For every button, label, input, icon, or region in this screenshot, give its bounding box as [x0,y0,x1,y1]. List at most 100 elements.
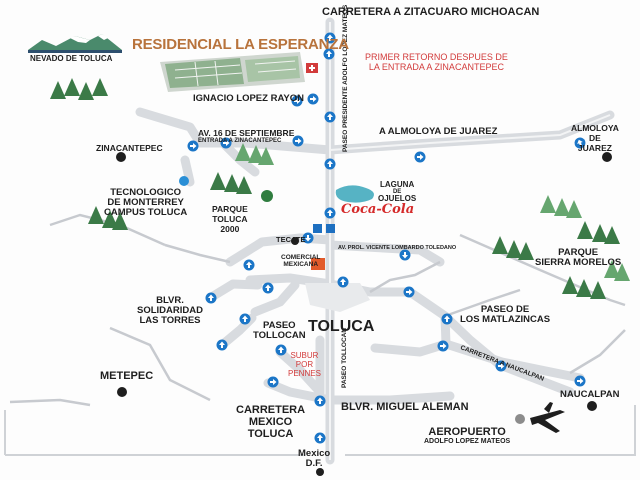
almoloya-label: ALMOLOYA DE JUAREZ [571,123,619,153]
tree-icon [88,206,104,224]
subur-note-line2: POR [295,360,314,369]
paseo-tollocan-label: PASEO TOLLOCAN [253,321,306,341]
subur-note: SUBUR POR PENNES [288,351,321,378]
tree-icon [224,174,240,192]
direction-arrow-icon [239,313,251,325]
direction-arrow-icon [324,111,336,123]
direction-arrow-icon [574,375,586,387]
mexico-dot [316,468,324,476]
almoloya-road-label: A ALMOLOYA DE JUAREZ [379,126,498,137]
direction-arrows [187,32,586,444]
paseo-line2: TOLLOCAN [253,330,306,341]
sierra-label: PARQUE SIERRA MORELOS [535,248,621,268]
tree-icon [562,276,578,294]
tree-icon [210,172,226,190]
subur-note-line3: PENNES [288,369,321,378]
metepec-label: METEPEC [100,370,154,382]
zinacantepec-label: ZINACANTEPEC [96,143,163,153]
toluca-core-shape [305,283,370,312]
tree-icon [235,143,251,161]
tree-icon [604,260,620,278]
direction-arrow-icon [262,282,274,294]
tree-icon [50,81,66,99]
sierra-line1: PARQUE [558,247,599,258]
zinacantepec-dot [116,152,126,162]
solidaridad-line3: LAS TORRES [139,315,201,326]
toluca-label: TOLUCA [308,318,375,335]
tec-line3: CAMPUS TOLUCA [104,207,188,218]
cocacola-logo: Coca-Cola [341,202,415,217]
direction-arrow-icon [323,48,335,60]
direction-arrow-icon [337,276,349,288]
direction-arrow-icon [275,344,287,356]
carretera-mexico-toluca-label: CARRETERA MEXICO TOLUCA [236,404,305,440]
nevado-label: NEVADO DE TOLUCA [30,54,113,63]
solidaridad-label: BLVR. SOLIDARIDAD LAS TORRES [137,296,203,326]
lombardo-label: AV. PROL. VICENTE LOMBARDO TOLEDANO [338,245,457,251]
tecate-dot [291,237,299,245]
road-center-lines [329,22,611,460]
metepec-dot [117,387,127,397]
solidaridad-line2: SOLIDARIDAD [137,305,203,316]
almoloya-line2: DE [589,133,601,143]
tecate-label: TECATE [276,235,306,244]
laguna-shape [335,185,374,203]
tree-icon [518,242,534,260]
comercial-line2: MEXICANA [283,261,319,268]
direction-arrow-icon [302,232,314,244]
av16-line2: ENTRADA A ZINACANTEPEC [198,138,282,144]
tree-icon [236,176,252,194]
direction-arrow-icon [437,340,449,352]
retorno-note-line1: PRIMER RETORNO DESPUES DE [365,52,508,62]
tree-icon [102,210,118,228]
laguna-line2: DE [392,189,402,195]
matlazincas-line2: LOS MATLAZINCAS [460,314,551,325]
retorno-note-line2: LA ENTRADA A ZINACANTEPEC [368,62,504,72]
naucalpan-road-label: CARRETERA A NAUCALPAN [459,344,545,383]
direction-arrow-icon [441,313,453,325]
aeropuerto-line1: AEROPUERTO [428,426,506,438]
road-north-label: CARRETERA A ZITACUARO MICHOACAN [322,6,540,18]
forest-trees-icon [50,78,630,299]
direction-arrow-icon [220,137,232,149]
tec-line1: TECNOLOGICO [110,187,181,198]
direction-arrow-icon [307,93,319,105]
tree-icon [576,279,592,297]
mexico-line1: Mexico [298,448,331,459]
almoloya-line1: ALMOLOYA [571,123,619,133]
direction-arrow-icon [324,158,336,170]
tree-icon [78,82,94,100]
direction-arrow-icon [292,135,304,147]
tree-icon [604,226,620,244]
residencial-plot [160,52,305,92]
tec-line2: DE MONTERREY [107,197,184,208]
tree-icon [64,78,80,96]
frame-lines [4,405,636,456]
cmt-line3: TOLUCA [247,428,294,440]
direction-arrow-icon [187,140,199,152]
direction-arrow-icon [495,360,507,372]
laguna-line3: OJUELOS [378,194,417,203]
direction-arrow-icon [216,339,228,351]
direction-arrow-icon [324,32,336,44]
location-dots [116,152,612,476]
tree-icon [577,221,593,239]
page-title: RESIDENCIAL LA ESPERANZA [132,36,349,53]
tree-icon [540,195,556,213]
hospital-sign-icon [306,63,318,73]
direction-arrow-icon [291,95,303,107]
av16-label: AV. 16 DE SEPTIEMBRE ENTRADA A ZINACANTE… [198,128,294,145]
miguel-aleman-label: BLVR. MIGUEL ALEMAN [341,401,469,413]
tec-dot [179,176,189,186]
sierra-line2: SIERRA MORELOS [535,257,622,268]
naucalpan-dot [587,401,597,411]
direction-arrow-icon [574,137,586,149]
nevado-mountains-icon [28,34,122,53]
direction-arrow-icon [403,286,415,298]
laguna-line1: LAGUNA [380,180,415,189]
tree-icon [92,78,108,96]
paseo-line1: PASEO [263,320,296,331]
direction-arrow-icon [267,376,279,388]
tree-icon [248,145,264,163]
